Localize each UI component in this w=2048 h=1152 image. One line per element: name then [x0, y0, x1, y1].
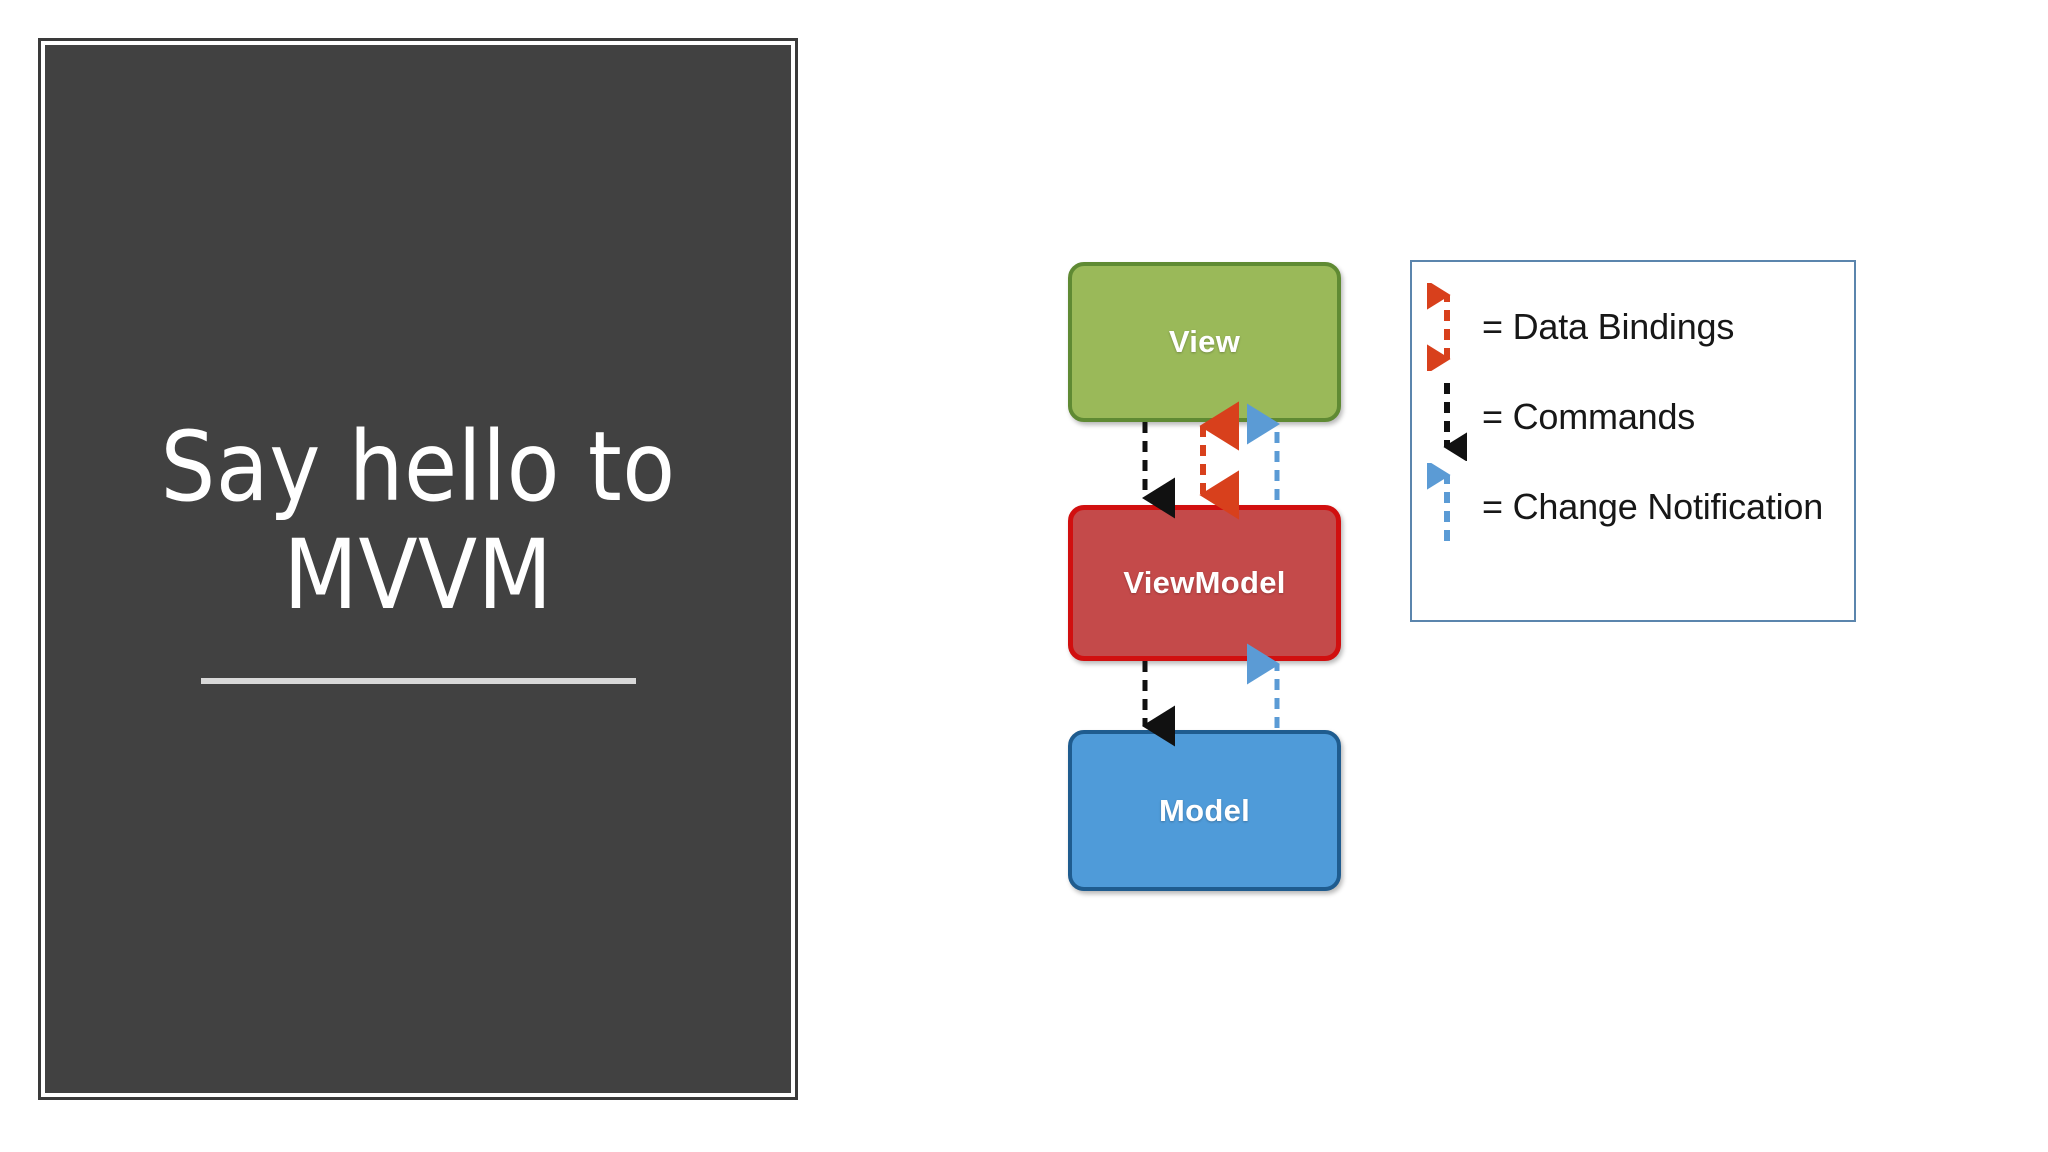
legend-label-data-bindings: = Data Bindings [1482, 306, 1735, 347]
legend-label-commands: = Commands [1482, 396, 1696, 437]
node-viewmodel[interactable]: ViewModel [1068, 505, 1341, 661]
legend-item-data-bindings: = Data Bindings [1412, 282, 1858, 372]
node-view-label: View [1168, 324, 1241, 359]
node-view[interactable]: View [1068, 262, 1341, 422]
legend-label-change-notification: = Change Notification [1482, 486, 1824, 527]
double-headed-dashed-arrow-icon [1412, 282, 1482, 372]
legend-box: = Data Bindings = Commands [1410, 260, 1856, 622]
title-block: Say hello to MVVM [118, 411, 718, 684]
title-divider [200, 677, 636, 684]
up-dashed-arrow-icon [1412, 462, 1482, 552]
title-panel: Say hello to MVVM [38, 38, 798, 1100]
mvvm-diagram: View ViewModel Model [1040, 240, 1400, 920]
down-dashed-arrow-icon [1412, 372, 1482, 462]
node-viewmodel-label: ViewModel [1123, 565, 1286, 600]
legend-item-change-notification: = Change Notification [1412, 462, 1858, 552]
page-title: Say hello to MVVM [160, 411, 676, 631]
legend-item-commands: = Commands [1412, 372, 1858, 462]
node-model[interactable]: Model [1068, 730, 1341, 891]
node-model-label: Model [1158, 792, 1251, 828]
